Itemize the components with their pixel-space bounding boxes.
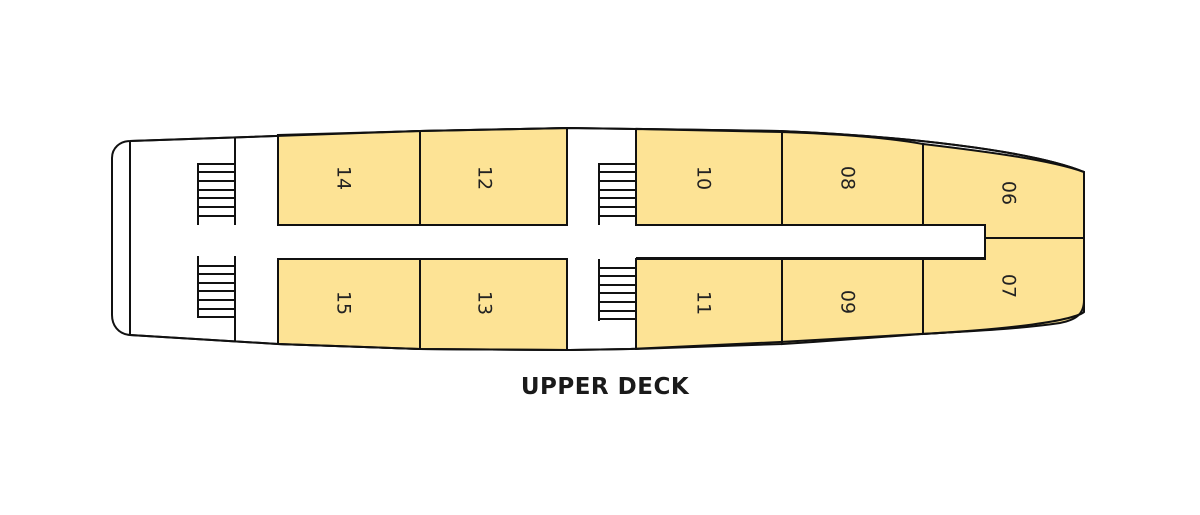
cabin-08[interactable]: 08 [781, 130, 924, 226]
deck-title: UPPER DECK [520, 374, 690, 400]
stairs-icon [197, 163, 235, 225]
cabin-number: 08 [837, 166, 859, 190]
cabin-number: 10 [693, 166, 715, 190]
cabin-15[interactable]: 15 [277, 258, 421, 351]
cabin-13[interactable]: 13 [419, 258, 568, 352]
cabin-09[interactable]: 09 [781, 258, 924, 346]
cabin-06[interactable]: 06 [922, 142, 1085, 239]
cabin-number: 11 [693, 291, 715, 315]
stairs-icon [598, 259, 636, 321]
cabin-number: 13 [474, 291, 496, 315]
cabin-number: 12 [474, 166, 496, 190]
stairs-icon [197, 256, 235, 318]
cabin-number: 15 [333, 291, 355, 315]
stairs-icon [598, 163, 636, 225]
cabin-number: 09 [837, 290, 859, 314]
cabin-number: 07 [998, 274, 1020, 298]
cabin-number: 06 [998, 181, 1020, 205]
cabin-12[interactable]: 12 [419, 126, 568, 226]
hull-top-edge [129, 126, 1085, 173]
cabin-14[interactable]: 14 [277, 129, 421, 226]
cabin-11[interactable]: 11 [635, 258, 783, 351]
hull-bottom-edge [129, 311, 1085, 352]
cabin-number: 14 [333, 166, 355, 190]
cabin-10[interactable]: 10 [635, 127, 783, 226]
